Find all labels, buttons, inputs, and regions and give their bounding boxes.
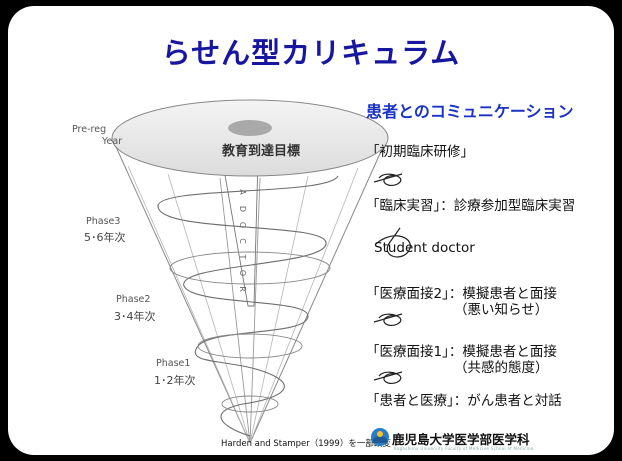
university-logo-icon: [371, 428, 389, 446]
slide-title: らせん型カリキュラム: [161, 36, 461, 70]
section-subtitle: 患者とのコミュニケーション: [366, 102, 574, 121]
curriculum-step: 「臨床実習」：診療参加型臨床実習: [366, 198, 576, 214]
slide-card: らせん型カリキュラム: [8, 6, 614, 455]
spine-letter: A: [238, 189, 247, 195]
curriculum-step: 「医療面接2」：模擬患者と面接: [366, 286, 557, 302]
curriculum-step-note: （共感的態度）: [454, 360, 549, 376]
curriculum-step: Student doctor: [374, 240, 475, 256]
phase-years: 3･4年次: [114, 310, 156, 323]
curriculum-step: 「初期臨床研修」: [366, 144, 474, 160]
spine-letter: C: [238, 238, 247, 244]
spine-letter: D: [238, 206, 247, 212]
curl-arrow-icon: [373, 313, 403, 323]
spine-letter: R: [238, 286, 247, 292]
goal-marker: [228, 120, 272, 136]
phase-years: 1･2年次: [154, 374, 196, 387]
curl-arrow-icon: [378, 173, 402, 187]
curriculum-step-note: （悪い知らせ）: [454, 302, 549, 318]
curriculum-step: 「患者と医療」：がん患者と対話: [366, 393, 562, 409]
phase-label: Pre-reg: [72, 124, 107, 135]
spiral-path: [157, 175, 339, 437]
spine-letter: O: [238, 222, 247, 228]
spine-letter: O: [238, 270, 247, 276]
phase-label-2: Year: [102, 136, 123, 147]
cone-left-edge: [111, 137, 251, 444]
curl-arrow-icon: [373, 371, 403, 381]
cone-right-edge: [249, 137, 388, 444]
curl-arrow-icon: [378, 371, 402, 385]
phase-label: Phase3: [86, 216, 121, 227]
cone-top: [111, 99, 389, 177]
curl-arrow-icon: [373, 173, 403, 183]
spine-letter: T: [238, 254, 247, 260]
curriculum-step: 「医療面接1」：模擬患者と面接: [366, 344, 557, 360]
spiral-cone-diagram: 教育到達目標 A D O C T O R: [111, 99, 411, 444]
citation: Harden and Stamper（1999）を一部改変: [221, 439, 391, 449]
phase-label: Phase1: [156, 358, 191, 369]
cone-label: 教育到達目標: [221, 143, 300, 159]
curl-arrow-icon: [378, 313, 402, 327]
swirl-arrow-icon: [375, 227, 411, 258]
phase-years: 5･6年次: [84, 231, 126, 244]
phase-label: Phase2: [116, 294, 151, 305]
university-logo-subtext: Kagoshima University Faculty of Medicine…: [394, 446, 534, 451]
university-logo-text: 鹿児島大学医学部医学科: [392, 432, 530, 447]
